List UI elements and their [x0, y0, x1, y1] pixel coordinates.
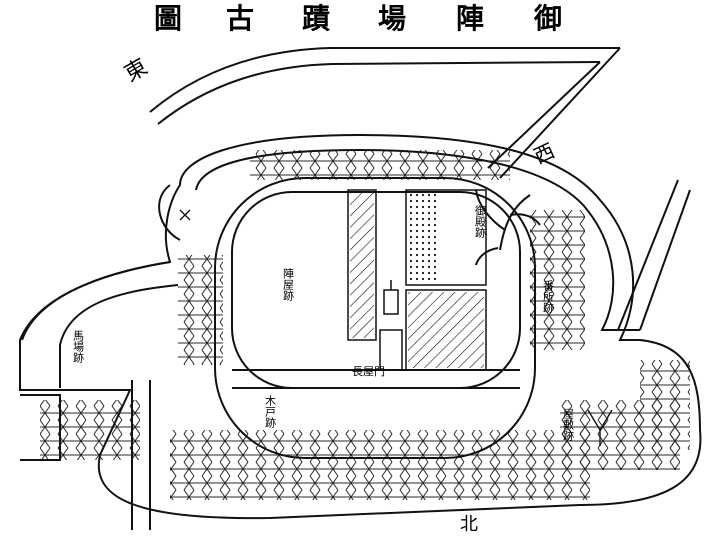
- place-label: 屋敷跡: [562, 408, 575, 442]
- place-label: 御殿跡: [474, 204, 487, 239]
- place-label: 馬場跡: [72, 330, 85, 364]
- east-road: [617, 179, 691, 331]
- building-fills: [350, 192, 484, 368]
- gate-marker: [383, 280, 399, 315]
- title-char: 場: [378, 2, 406, 35]
- title-char: 蹟: [302, 2, 330, 35]
- title-char: 圖: [154, 2, 182, 35]
- place-label: 陣屋跡: [282, 268, 295, 302]
- title-char: 古: [226, 2, 254, 35]
- map-title: 御 陣 場 蹟 古 圖: [154, 2, 562, 35]
- compass-north: 北: [460, 514, 478, 535]
- compass-west: 西: [530, 138, 558, 168]
- title-char: 御: [533, 2, 562, 35]
- compass-east: 東: [121, 55, 153, 88]
- place-label: 木戸跡: [264, 395, 277, 429]
- inner-blocks: [347, 189, 487, 371]
- title-char: 陣: [456, 2, 484, 35]
- place-label: 番所跡: [542, 280, 555, 314]
- west-wing: [20, 184, 181, 530]
- place-labels: 長屋門 陣屋跡 木戸跡 番所跡 馬場跡 御殿跡 屋敷跡: [72, 204, 575, 442]
- tree-icon: [475, 189, 541, 266]
- map-symbols: [179, 209, 613, 446]
- place-label: 長屋門: [352, 365, 385, 378]
- field-hatching: [40, 150, 690, 500]
